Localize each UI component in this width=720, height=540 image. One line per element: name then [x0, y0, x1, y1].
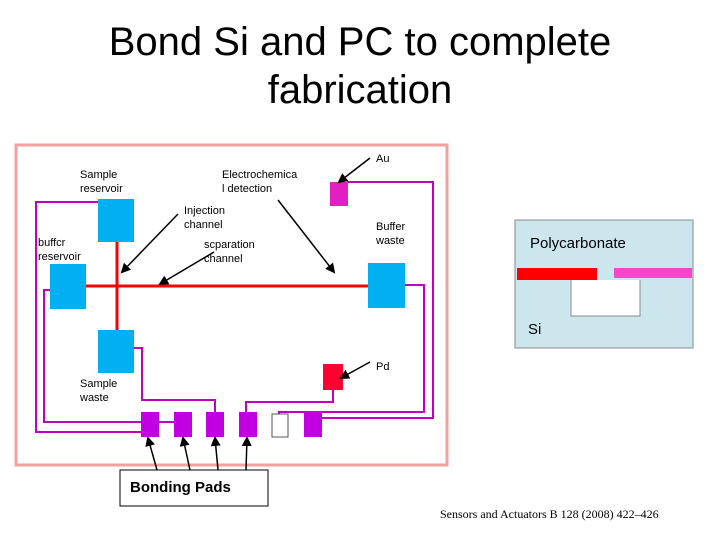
bonding-pads — [141, 412, 322, 438]
bonding-pad — [304, 412, 322, 437]
bonding-pad — [206, 412, 224, 437]
label-electrochem-2: l detection — [222, 183, 272, 195]
buffer-reservoir — [50, 264, 86, 309]
label-au: Au — [376, 153, 389, 165]
si-channel-cavity — [570, 280, 641, 317]
bonding-pad-empty — [271, 413, 289, 438]
chip-labels: Sample reservoir Electrochemica l detect… — [38, 153, 405, 404]
arrow-separation — [158, 251, 215, 286]
bonding-pads-box — [119, 469, 269, 507]
pd-electrode — [323, 364, 343, 390]
label-sample-reservoir-1: Sample — [80, 169, 117, 181]
label-separation-1: scparation — [204, 239, 255, 251]
bonding-pad — [141, 412, 159, 437]
label-injection-2: channel — [184, 219, 223, 231]
arrow-electrochemical — [277, 199, 336, 274]
slide-title-line1: Bond Si and PC to complete — [108, 20, 612, 64]
cross-section: Polycarbonate Si — [514, 219, 694, 349]
arrow-injection — [120, 213, 179, 274]
label-injection-1: Injection — [184, 205, 225, 217]
label-pd: Pd — [376, 361, 389, 373]
label-sample-waste-1: Sample — [80, 378, 117, 390]
arrow-pd — [339, 361, 371, 379]
sample-waste-reservoir — [98, 330, 134, 373]
au-electrode — [330, 182, 348, 206]
channels — [86, 242, 368, 330]
pc-electrode-right — [614, 268, 692, 278]
polycarbonate-label: Polycarbonate — [530, 235, 626, 252]
slide-title-line2: fabrication — [267, 68, 453, 112]
label-separation-2: channel — [204, 253, 243, 265]
buffer-waste-reservoir — [368, 263, 405, 308]
arrow-bonding-4 — [241, 436, 252, 471]
bonding-pad — [174, 412, 192, 437]
si-label: Si — [528, 321, 541, 338]
sample-reservoir — [98, 199, 134, 242]
annotation-arrows — [120, 157, 371, 471]
label-buffer-reservoir-1: buffcr — [38, 237, 66, 249]
reservoirs — [50, 199, 405, 373]
citation: Sensors and Actuators B 128 (2008) 422–4… — [440, 507, 659, 521]
pc-electrode-left — [517, 268, 597, 280]
label-sample-waste-2: waste — [79, 392, 109, 404]
label-electrochem-1: Electrochemica — [222, 169, 298, 181]
label-buffer-waste-1: Buffer — [376, 221, 405, 233]
bonding-pad — [239, 412, 257, 437]
arrow-bonding-3 — [210, 436, 221, 471]
label-sample-reservoir-2: reservoir — [80, 183, 123, 195]
trace-sample-waste — [133, 347, 216, 425]
arrow-au — [337, 157, 371, 184]
slide-title: Bond Si and PC to complete fabrication — [0, 18, 720, 114]
arrow-bonding-1 — [145, 436, 158, 471]
label-buffer-reservoir-2: reservoir — [38, 251, 81, 263]
arrow-bonding-2 — [179, 436, 191, 471]
trace-sample-reservoir — [35, 201, 150, 433]
bonding-pads-label: Bonding Pads — [130, 479, 231, 496]
label-buffer-waste-2: waste — [375, 235, 405, 247]
